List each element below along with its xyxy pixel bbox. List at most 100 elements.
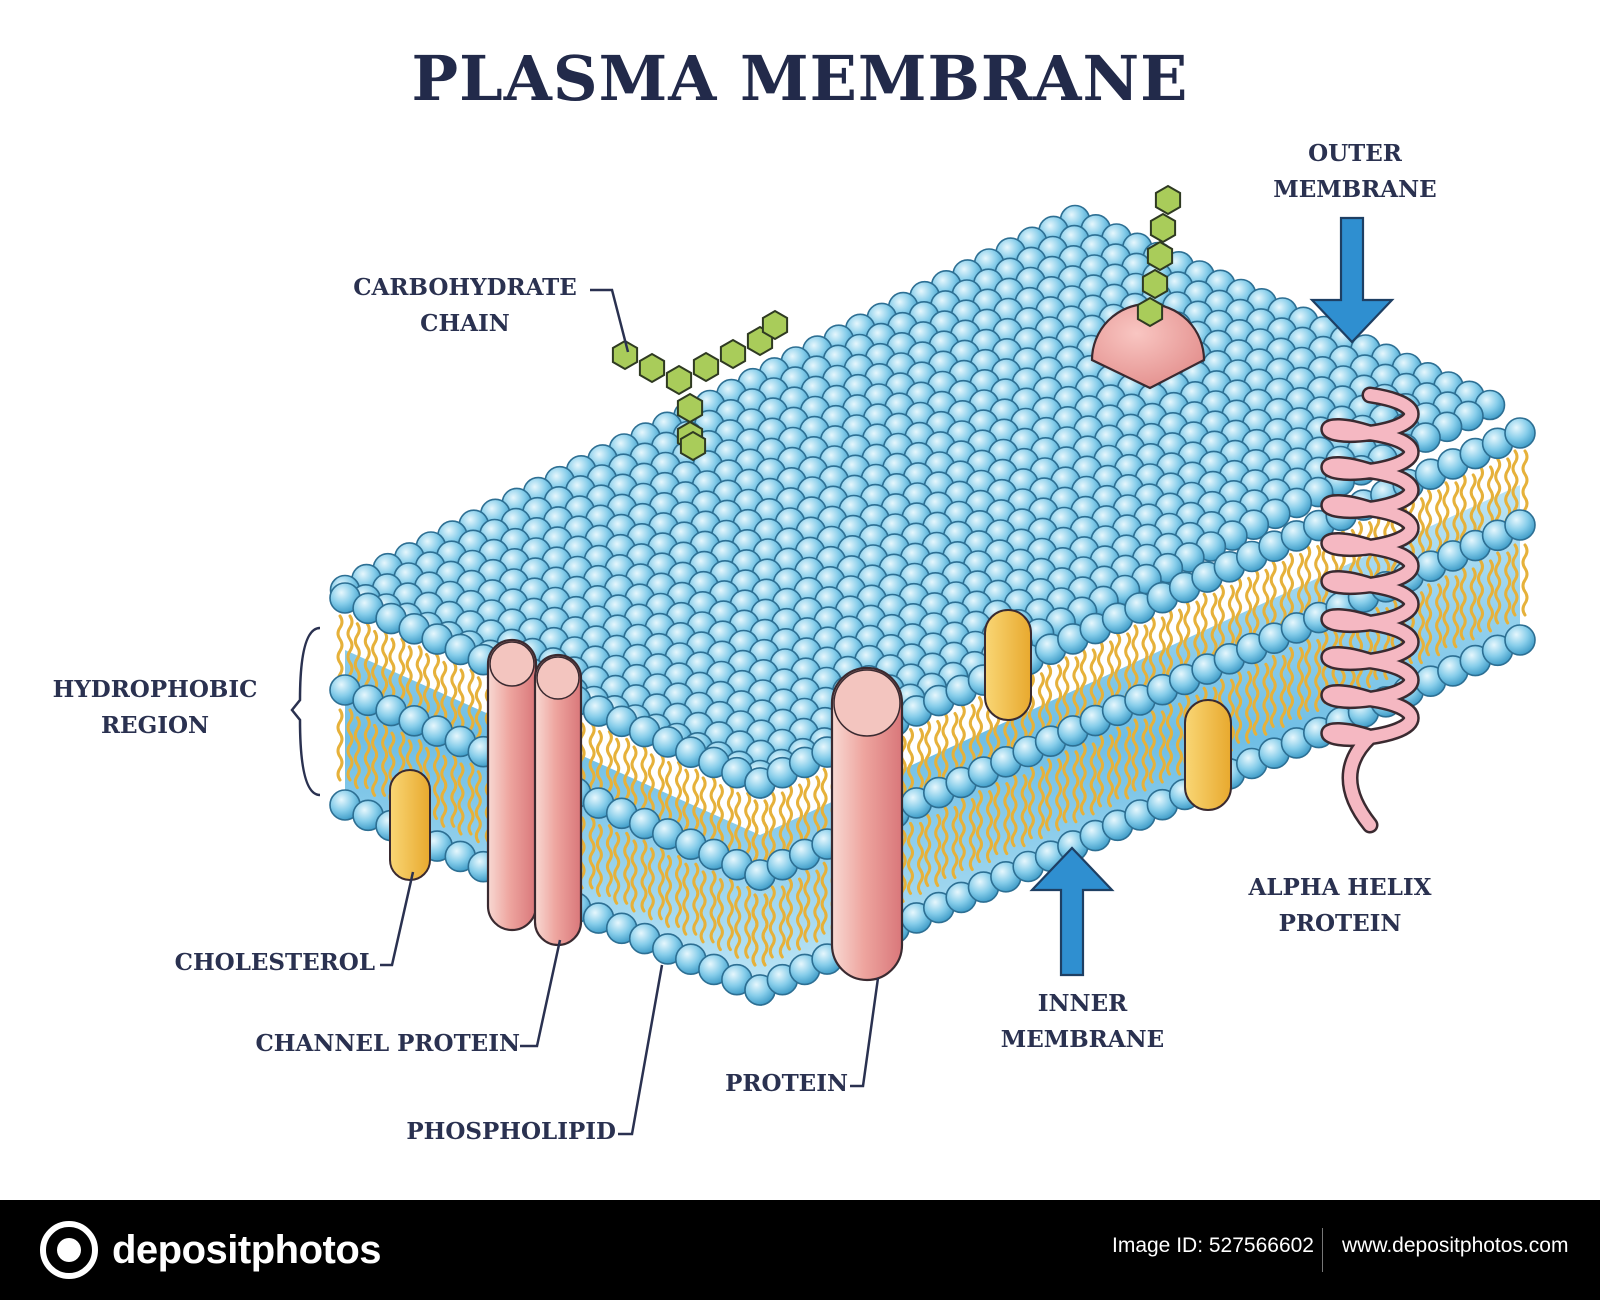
- lipid-tail: [630, 839, 638, 913]
- lipid-tail: [803, 869, 811, 943]
- label-line: REGION: [100, 712, 210, 739]
- brand-logo[interactable]: depositphotos: [40, 1218, 382, 1282]
- lipid-tail: [709, 870, 717, 944]
- membrane-diagram: [290, 184, 1536, 1136]
- lipid-tail: [958, 798, 966, 871]
- lipid-tail: [1210, 592, 1218, 666]
- lipid-tail: [1114, 632, 1122, 706]
- lipid-tail: [682, 768, 690, 842]
- lipid-tail: [640, 745, 648, 819]
- lipid-tail: [415, 645, 423, 719]
- lipid-tail: [1269, 560, 1277, 634]
- lipid-tail: [1252, 568, 1260, 642]
- lipid-tail: [1124, 726, 1132, 800]
- leader-line: [850, 977, 880, 1088]
- leader-line: [618, 964, 664, 1136]
- label-line: PROTEIN: [1278, 910, 1402, 937]
- lipid-tail: [1141, 624, 1149, 698]
- arrow-shape: [1309, 216, 1395, 344]
- lipid-tail: [1262, 662, 1270, 736]
- lipid-tail: [433, 747, 440, 820]
- lipid-tail: [734, 885, 742, 959]
- lipid-tail: [1435, 583, 1443, 657]
- lipid-tail: [657, 753, 665, 827]
- lipid-tail: [1417, 591, 1425, 665]
- site-url[interactable]: www.depositphotos.com: [1342, 1234, 1569, 1257]
- lipid-tail: [1314, 639, 1322, 712]
- lipid-tail: [924, 814, 932, 887]
- lipid-tail: [363, 622, 371, 696]
- lipid-tail: [623, 737, 631, 811]
- lipid-tail: [820, 861, 828, 935]
- transmembrane-protein: [830, 666, 904, 982]
- lipid-tail: [761, 799, 769, 873]
- sugar-unit: [1136, 296, 1164, 328]
- lipid-tail: [1045, 664, 1053, 738]
- lipid-tail: [1269, 654, 1277, 728]
- lipid-tail: [1072, 750, 1080, 824]
- lipid-tail: [744, 885, 752, 959]
- lipid-tail: [1459, 567, 1467, 641]
- lipid-tail: [1131, 718, 1139, 792]
- lipid-tail: [1235, 576, 1243, 650]
- label-hydrophobic-region: HYDROPHOBIC REGION: [30, 672, 280, 744]
- lipid-tail: [336, 708, 344, 782]
- lipid-tail: [778, 885, 786, 959]
- membrane-features: [389, 184, 1420, 982]
- sugar-unit: [761, 309, 789, 341]
- lipid-tail: [1477, 559, 1484, 633]
- phospholipid-head: [1504, 624, 1536, 656]
- tube-cap: [833, 669, 901, 737]
- lipid-tail: [381, 629, 389, 703]
- lipid-tail: [1166, 702, 1173, 776]
- lipid-tail: [803, 775, 811, 849]
- lipid-tail: [1020, 774, 1028, 848]
- sugar-unit: [676, 392, 704, 424]
- lipid-tail: [1521, 449, 1529, 523]
- lipid-tail: [457, 762, 465, 836]
- lipid-tail: [1148, 616, 1156, 690]
- lipid-tail: [1287, 646, 1294, 720]
- lipid-tail: [1166, 608, 1173, 682]
- lipid-tail: [907, 821, 914, 895]
- sugar-unit: [638, 352, 666, 384]
- label-inner-membrane: INNER MEMBRANE: [975, 986, 1190, 1058]
- lipid-tail: [675, 761, 682, 834]
- label-protein: PROTEIN: [725, 1070, 848, 1097]
- lipid-tail: [346, 614, 354, 688]
- lipid-tail: [726, 878, 734, 952]
- lipid-tail: [623, 831, 631, 905]
- lipid-tail: [958, 704, 966, 777]
- lipid-tail: [450, 754, 458, 828]
- lipid-tail: [1062, 656, 1070, 730]
- lipid-tail: [1297, 646, 1304, 720]
- lipid-tail: [751, 799, 759, 873]
- leader-lines: [290, 288, 880, 1136]
- lipid-tail: [1287, 552, 1294, 626]
- lipid-tail: [692, 862, 700, 936]
- label-line: CARBOHYDRATE: [353, 274, 577, 301]
- lipid-tail: [1027, 766, 1035, 840]
- lipid-tail: [820, 767, 828, 841]
- lipid-tail: [474, 676, 482, 750]
- lipid-tail: [474, 770, 482, 844]
- label-line: OUTER: [1308, 140, 1402, 167]
- lipid-tail: [346, 708, 354, 782]
- sugar-unit: [1141, 268, 1169, 300]
- lipid-tail: [813, 869, 821, 943]
- lipid-tail: [1079, 648, 1087, 722]
- arrow-shape: [1029, 846, 1115, 977]
- lipid-tail: [699, 870, 707, 944]
- lipid-tail: [941, 806, 949, 879]
- lipid-tail: [1304, 639, 1312, 712]
- footer-divider: [1322, 1228, 1323, 1272]
- lipid-tail: [692, 768, 700, 842]
- lipid-tail: [1148, 710, 1156, 784]
- lipid-tail: [1235, 670, 1243, 744]
- lipid-tail: [1425, 489, 1433, 563]
- sugar-unit: [679, 430, 707, 462]
- brand-name: depositphotos: [112, 1227, 382, 1272]
- lipid-tail: [1511, 449, 1519, 523]
- lipid-tail: [1089, 742, 1097, 816]
- camera-lens-icon: [40, 1221, 98, 1279]
